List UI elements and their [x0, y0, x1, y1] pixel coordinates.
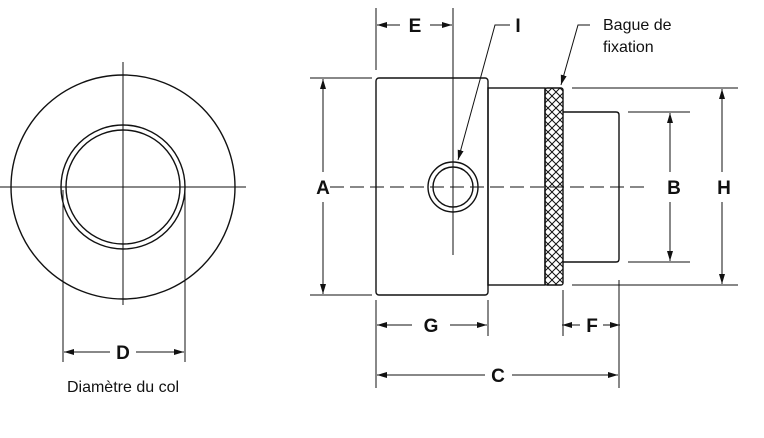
end-view: D Diamètre du col	[0, 62, 246, 396]
side-view: E I Bague de fixation A B H G	[310, 8, 738, 388]
ring-callout-line2: fixation	[603, 39, 654, 56]
dim-d-label: D	[116, 343, 130, 364]
dim-g-label: G	[424, 316, 439, 337]
ring-callout-line1: Bague de	[603, 17, 672, 34]
dim-e-label: E	[409, 16, 422, 37]
dim-c-label: C	[491, 366, 505, 387]
dim-a-label: A	[316, 178, 330, 199]
dim-i-label: I	[515, 16, 520, 37]
neck-diameter-caption: Diamètre du col	[67, 379, 179, 396]
dim-b-label: B	[667, 178, 681, 199]
dim-f-label: F	[586, 316, 598, 337]
dim-h-label: H	[717, 178, 731, 199]
